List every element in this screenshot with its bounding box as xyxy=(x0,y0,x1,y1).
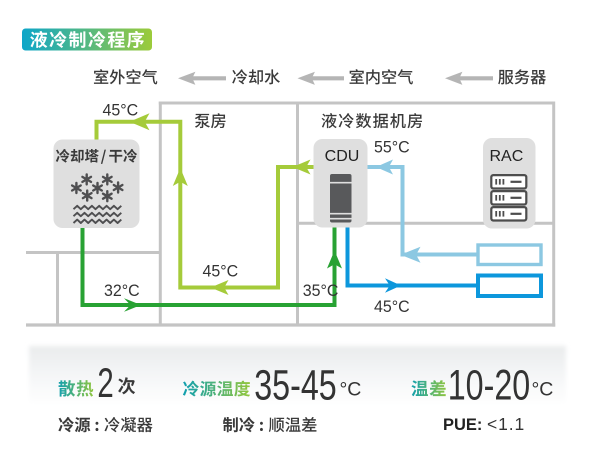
svg-text:55°C: 55°C xyxy=(374,138,410,157)
svg-text:2: 2 xyxy=(97,359,113,407)
svg-text:PUE:: PUE: xyxy=(443,416,482,434)
svg-text:<1.1: <1.1 xyxy=(487,414,525,434)
svg-text:10-20: 10-20 xyxy=(448,362,530,410)
svg-text:RAC: RAC xyxy=(490,148,524,165)
svg-text:35-45: 35-45 xyxy=(254,362,336,410)
svg-text:35°C: 35°C xyxy=(303,282,339,301)
svg-text:45°C: 45°C xyxy=(103,101,139,120)
svg-text:CDU: CDU xyxy=(325,148,360,165)
svg-text:45°C: 45°C xyxy=(374,297,410,316)
svg-text:32°C: 32°C xyxy=(104,282,140,301)
svg-text:45°C: 45°C xyxy=(202,262,238,281)
svg-text:°C: °C xyxy=(532,378,554,400)
svg-text:°C: °C xyxy=(340,378,362,400)
